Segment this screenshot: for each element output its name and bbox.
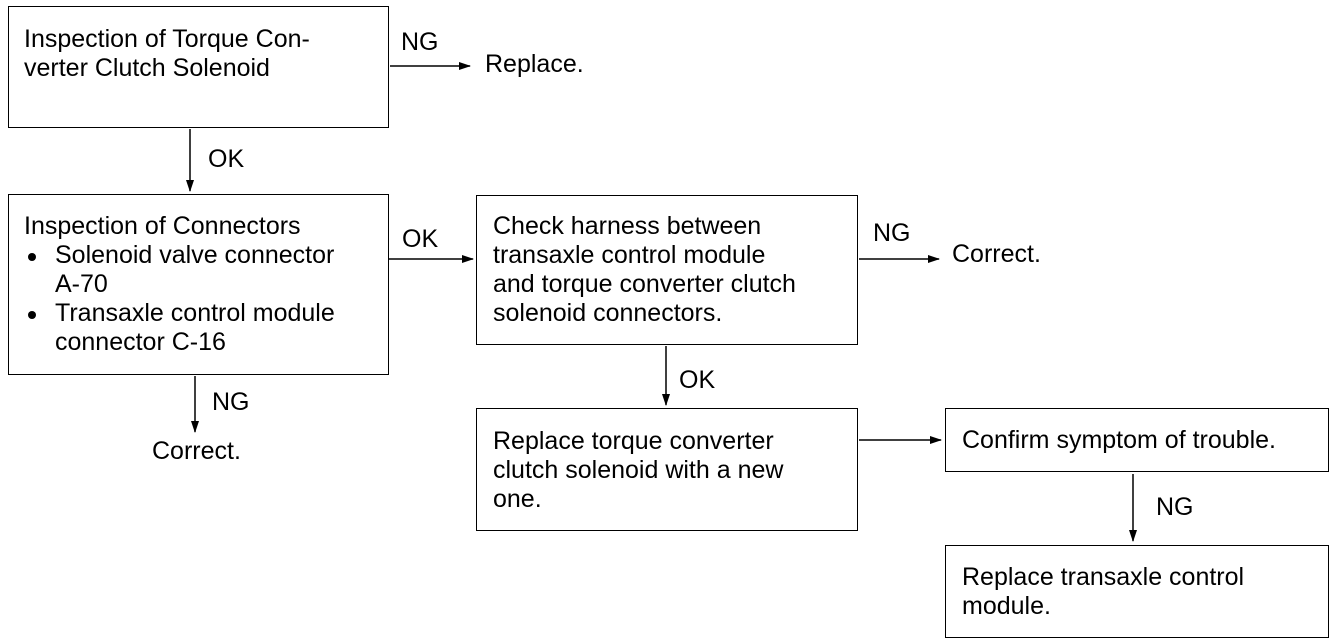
label-harness-ok: OK [679, 366, 716, 394]
box-confirm-symptom: Confirm symptom of trouble. [945, 408, 1329, 472]
label-harness-ng: NG [873, 219, 911, 247]
box-replace-tcm: Replace transaxle control module. [945, 545, 1329, 638]
label-connectors-ok: OK [402, 225, 439, 253]
outcome-correct-connectors: Correct. [152, 437, 241, 465]
label-solenoid-ng: NG [401, 28, 439, 56]
box-check-harness: Check harness between transaxle control … [476, 195, 858, 345]
text-inspect-solenoid: Inspection of Torque Con- verter Clutch … [24, 25, 310, 82]
text-inspect-connectors-title: Inspection of Connectors [24, 212, 301, 240]
text-replace-solenoid: Replace torque converter clutch solenoid… [493, 427, 784, 513]
connector-list: Solenoid valve connector A-70 Transaxle … [24, 241, 335, 357]
label-solenoid-ok: OK [208, 145, 245, 173]
box-inspect-solenoid: Inspection of Torque Con- verter Clutch … [8, 6, 389, 128]
text-confirm-symptom: Confirm symptom of trouble. [962, 426, 1276, 454]
outcome-replace: Replace. [485, 50, 584, 78]
box-inspect-connectors: Inspection of Connectors Solenoid valve … [8, 194, 389, 375]
connector-item: Transaxle control module connector C-16 [24, 299, 335, 357]
label-connectors-ng: NG [212, 388, 250, 416]
text-replace-tcm: Replace transaxle control module. [962, 563, 1245, 620]
text-check-harness: Check harness between transaxle control … [493, 212, 796, 327]
connector-item: Solenoid valve connector A-70 [24, 241, 335, 299]
box-replace-solenoid: Replace torque converter clutch solenoid… [476, 408, 858, 531]
outcome-correct-harness: Correct. [952, 240, 1041, 268]
label-confirm-ng: NG [1156, 493, 1194, 521]
